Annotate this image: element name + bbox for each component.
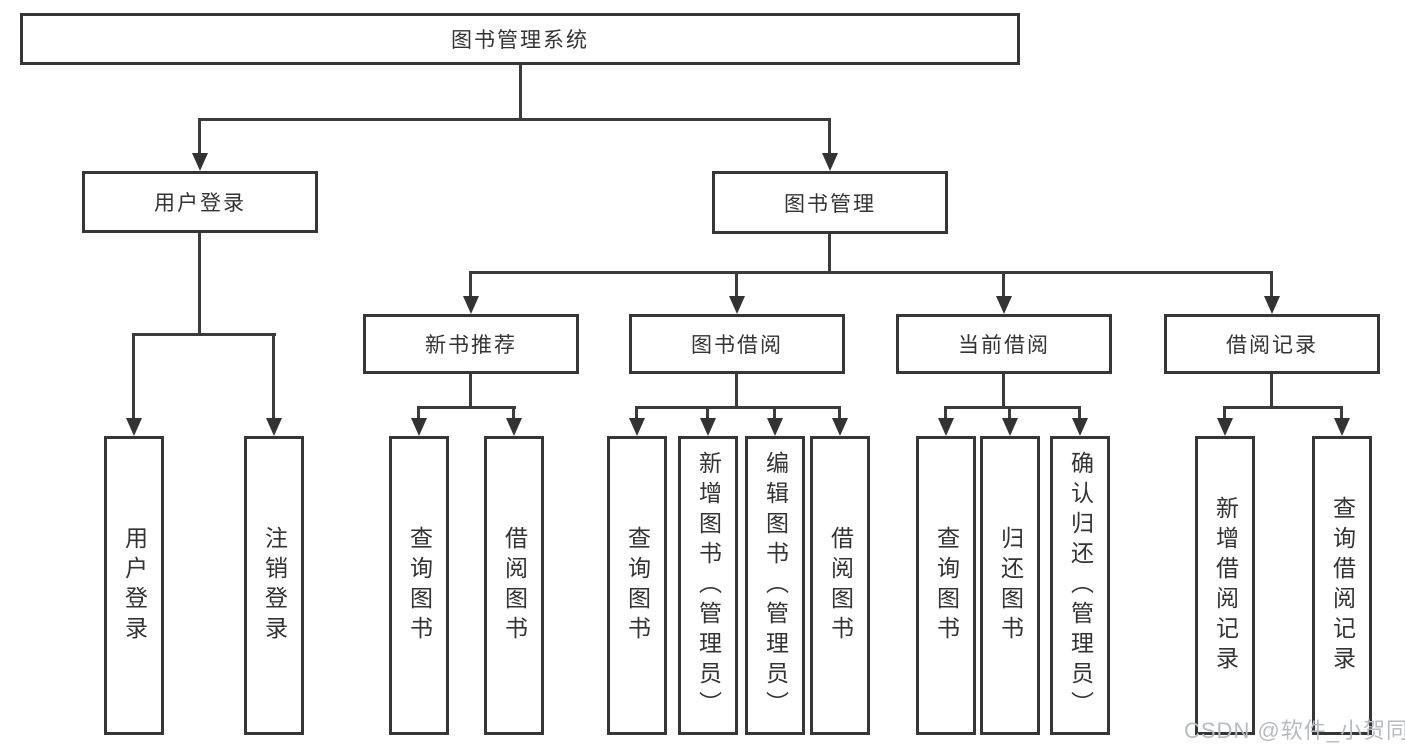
arrowhead-cb-confirm <box>1072 418 1088 436</box>
node-borrow-records-label: 借阅记录 <box>1226 334 1318 357</box>
arrowhead-nbr-borrow <box>506 418 522 436</box>
arrowhead-leaf-logout <box>266 418 282 436</box>
arrowhead-br-add <box>1217 418 1233 436</box>
connector-root-trunk <box>519 65 522 121</box>
arrowhead-leaf-user-login <box>126 418 142 436</box>
connector-drop-new-book-recommend <box>469 271 472 298</box>
connector-drop-bb-edit <box>773 406 776 420</box>
arrowhead-book-borrow <box>729 296 745 314</box>
arrowhead-br-query <box>1334 418 1350 436</box>
leaf-logout-label: 注销登录 <box>261 525 288 646</box>
leaf-nbr-borrow-books-label: 借阅图书 <box>501 525 528 646</box>
arrowhead-bb-query <box>629 418 645 436</box>
node-current-borrow-label: 当前借阅 <box>958 334 1050 357</box>
leaf-user-login: 用户登录 <box>104 436 164 735</box>
leaf-cb-confirm-return-admin-label: 确认归还（管理员） <box>1067 450 1094 721</box>
node-new-book-recommend: 新书推荐 <box>363 314 579 374</box>
leaf-nbr-borrow-books: 借阅图书 <box>484 436 544 735</box>
leaf-nbr-query-books: 查询图书 <box>389 436 449 735</box>
node-borrow-records: 借阅记录 <box>1164 314 1380 374</box>
arrowhead-new-book-recommend <box>463 296 479 314</box>
arrowhead-current-borrow <box>996 296 1012 314</box>
connector-drop-user-login <box>198 118 201 155</box>
connector-drop-leaf-user-login <box>132 333 135 420</box>
arrowhead-bb-edit <box>767 418 783 436</box>
leaf-bb-add-books-admin-label: 新增图书（管理员） <box>695 450 722 721</box>
arrowhead-bb-borrow <box>832 418 848 436</box>
leaf-br-add-record: 新增借阅记录 <box>1195 436 1255 735</box>
node-book-borrow-label: 图书借阅 <box>691 334 783 357</box>
connector-br-trunk <box>1270 374 1273 409</box>
node-current-borrow: 当前借阅 <box>896 314 1112 374</box>
leaf-bb-query-books: 查询图书 <box>607 436 667 735</box>
leaf-cb-return-books: 归还图书 <box>980 436 1040 735</box>
connector-drop-bb-borrow <box>838 406 841 420</box>
leaf-bb-query-books-label: 查询图书 <box>624 525 651 646</box>
leaf-br-query-record: 查询借阅记录 <box>1312 436 1372 735</box>
connector-drop-nbr-borrow <box>512 406 515 420</box>
leaf-br-add-record-label: 新增借阅记录 <box>1212 495 1239 676</box>
leaf-br-query-record-label: 查询借阅记录 <box>1329 495 1356 676</box>
leaf-cb-confirm-return-admin: 确认归还（管理员） <box>1050 436 1110 735</box>
node-user-login-label: 用户登录 <box>154 192 246 215</box>
connector-cb-bus <box>944 406 1081 409</box>
arrowhead-nbr-query <box>411 418 427 436</box>
leaf-bb-edit-books-admin: 编辑图书（管理员） <box>745 436 805 735</box>
leaf-cb-query-books: 查询图书 <box>916 436 976 735</box>
connector-drop-br-query <box>1340 406 1343 420</box>
leaf-cb-return-books-label: 归还图书 <box>997 525 1024 646</box>
connector-drop-leaf-logout <box>272 333 275 420</box>
leaf-nbr-query-books-label: 查询图书 <box>406 525 433 646</box>
leaf-bb-edit-books-admin-label: 编辑图书（管理员） <box>762 450 789 721</box>
connector-drop-book-management <box>828 118 831 155</box>
connector-bb-trunk <box>735 374 738 409</box>
node-root: 图书管理系统 <box>20 13 1020 65</box>
connector-level2-bus <box>198 118 831 121</box>
node-root-label: 图书管理系统 <box>451 29 589 52</box>
watermark: CSDN @软件_小贺同学 <box>1184 718 1405 743</box>
connector-drop-nbr-query <box>417 406 420 420</box>
arrowhead-book-management <box>822 153 838 171</box>
connector-nbr-bus <box>417 406 516 409</box>
arrowhead-bb-add <box>700 418 716 436</box>
arrowhead-borrow-records <box>1264 296 1280 314</box>
arrowhead-cb-query <box>938 418 954 436</box>
arrowhead-user-login <box>192 153 208 171</box>
connector-drop-cb-confirm <box>1078 406 1081 420</box>
connector-drop-borrow-records <box>1270 271 1273 298</box>
node-book-management-label: 图书管理 <box>784 192 876 216</box>
arrowhead-cb-return <box>1002 418 1018 436</box>
leaf-bb-borrow-books: 借阅图书 <box>810 436 870 735</box>
node-book-management: 图书管理 <box>712 171 948 234</box>
leaf-bb-borrow-books-label: 借阅图书 <box>827 525 854 646</box>
connector-drop-cb-query <box>944 406 947 420</box>
connector-drop-book-borrow <box>735 271 738 298</box>
connector-nbr-trunk <box>469 374 472 409</box>
leaf-logout: 注销登录 <box>244 436 304 735</box>
connector-level3-bus <box>469 271 1273 274</box>
connector-br-bus <box>1223 406 1343 409</box>
leaf-cb-query-books-label: 查询图书 <box>933 525 960 646</box>
connector-drop-br-add <box>1223 406 1226 420</box>
connector-user-login-trunk <box>198 233 201 336</box>
connector-drop-cb-return <box>1008 406 1011 420</box>
node-new-book-recommend-label: 新书推荐 <box>425 334 517 357</box>
connector-book-management-trunk <box>828 234 831 274</box>
connector-drop-current-borrow <box>1002 271 1005 298</box>
leaf-bb-add-books-admin: 新增图书（管理员） <box>678 436 738 735</box>
node-book-borrow: 图书借阅 <box>629 314 845 374</box>
connector-drop-bb-query <box>635 406 638 420</box>
connector-bb-bus <box>635 406 841 409</box>
node-user-login: 用户登录 <box>82 171 318 233</box>
leaf-user-login-label: 用户登录 <box>121 525 148 646</box>
connector-drop-bb-add <box>706 406 709 420</box>
connector-cb-trunk <box>1002 374 1005 409</box>
connector-user-login-bus <box>132 333 276 336</box>
